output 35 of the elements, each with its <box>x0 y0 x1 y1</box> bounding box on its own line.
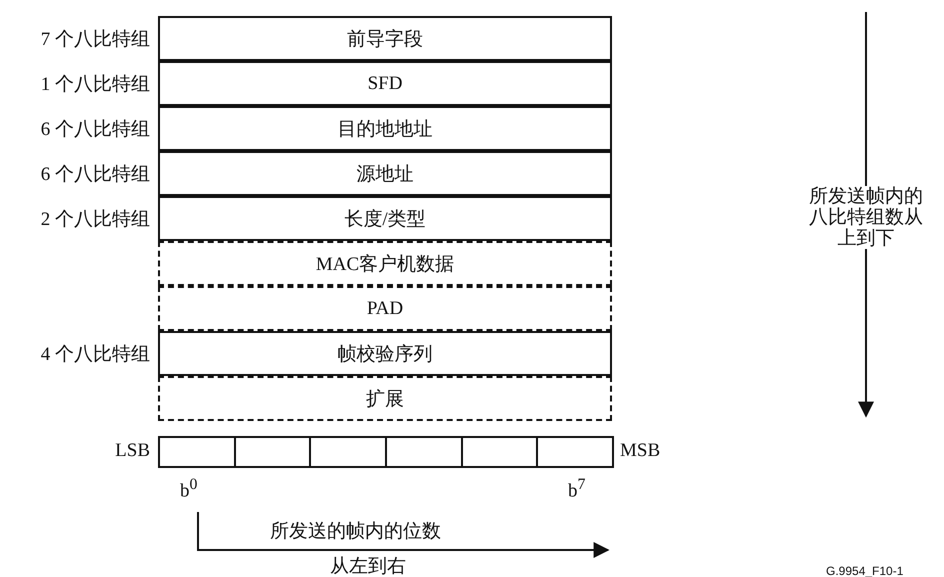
field-box <box>158 16 612 61</box>
bit-cell <box>234 436 312 468</box>
field-box <box>158 106 612 151</box>
octet-count: 6 个八比特组 <box>40 163 150 187</box>
field-name: 扩展 <box>366 388 404 412</box>
axis-label: b$^{0}$ <box>180 476 198 502</box>
octet-count: 1 个八比特组 <box>40 73 150 97</box>
field-name: 帧校验序列 <box>338 342 432 366</box>
field-box <box>158 151 612 196</box>
field-box <box>158 61 612 106</box>
field-box <box>158 196 612 241</box>
field-name: PAD <box>366 298 404 320</box>
octet-count: 2 个八比特组 <box>40 208 150 232</box>
field-name: 源地址 <box>356 162 414 186</box>
octet-count: 4 个八比特组 <box>40 343 150 367</box>
field-name: SFD <box>368 72 402 94</box>
axis-label: LSB <box>115 440 150 462</box>
field-name: 前导字段 <box>347 28 423 52</box>
field-name: MAC客户机数据 <box>316 252 454 276</box>
field-name: 长度/类型 <box>344 208 426 232</box>
bit-cell <box>536 436 614 468</box>
axis-label: MSB <box>620 440 660 462</box>
bit-cell <box>460 436 538 468</box>
optional-field-box <box>158 241 612 286</box>
axis-label: b$^{7}$ <box>568 476 586 502</box>
octet-count: 7 个八比特组 <box>40 28 150 52</box>
axis-label: 所发送的帧内的位数 <box>270 520 441 544</box>
optional-field-box <box>158 376 612 421</box>
bit-cell <box>309 436 387 468</box>
field-name: 目的地地址 <box>338 118 432 142</box>
field-box <box>158 331 612 376</box>
bit-cell <box>158 436 236 468</box>
bit-cell <box>385 436 463 468</box>
octet-count: 6 个八比特组 <box>40 118 150 142</box>
axis-label: 从左到右 <box>330 555 406 577</box>
